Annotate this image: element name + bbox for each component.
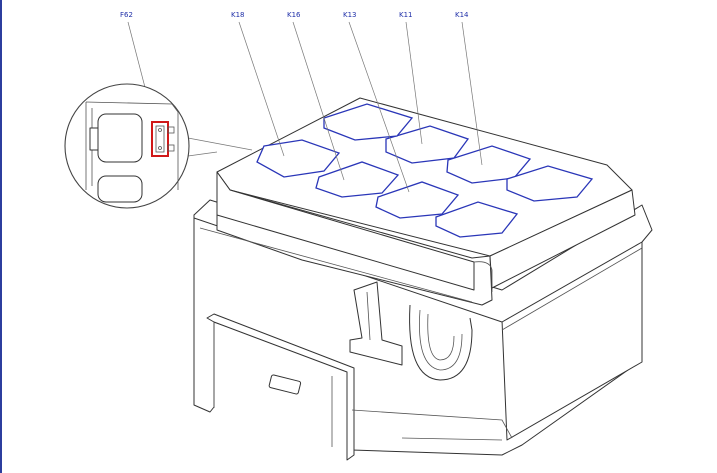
lid-right	[489, 189, 636, 289]
bottom-flange	[351, 409, 513, 439]
leader-lines	[127, 21, 483, 193]
fuse-f62	[155, 125, 165, 153]
rim-line-right	[501, 247, 643, 331]
lid-corner-curve	[473, 261, 493, 292]
lid-front-face	[216, 171, 475, 291]
detail-relay-lower	[97, 175, 143, 203]
detail-relay	[97, 113, 143, 163]
connector-latch	[268, 374, 302, 395]
detail-callout	[64, 83, 253, 209]
connector-housing	[206, 313, 355, 461]
label-k13: K13	[343, 11, 357, 19]
cable-loop-inner	[419, 309, 463, 371]
relay-k13[interactable]	[375, 181, 460, 219]
relay-right[interactable]	[506, 165, 594, 202]
relay-k18[interactable]	[256, 139, 341, 178]
relay-group	[256, 103, 594, 238]
bracket-latch	[349, 281, 403, 366]
label-k14: K14	[455, 11, 469, 19]
label-k11: K11	[399, 11, 413, 19]
rim-line	[199, 227, 473, 303]
relay-upper[interactable]	[323, 103, 414, 141]
label-k18: K18	[231, 11, 245, 19]
relay-front-right[interactable]	[435, 201, 519, 238]
relay-k16[interactable]	[315, 161, 400, 198]
label-k16: K16	[287, 11, 301, 19]
fuse-f62-highlight[interactable]	[151, 121, 169, 157]
label-f62: F62	[120, 11, 133, 19]
label-group: F62 K18 K16 K13 K11 K14	[120, 11, 469, 19]
